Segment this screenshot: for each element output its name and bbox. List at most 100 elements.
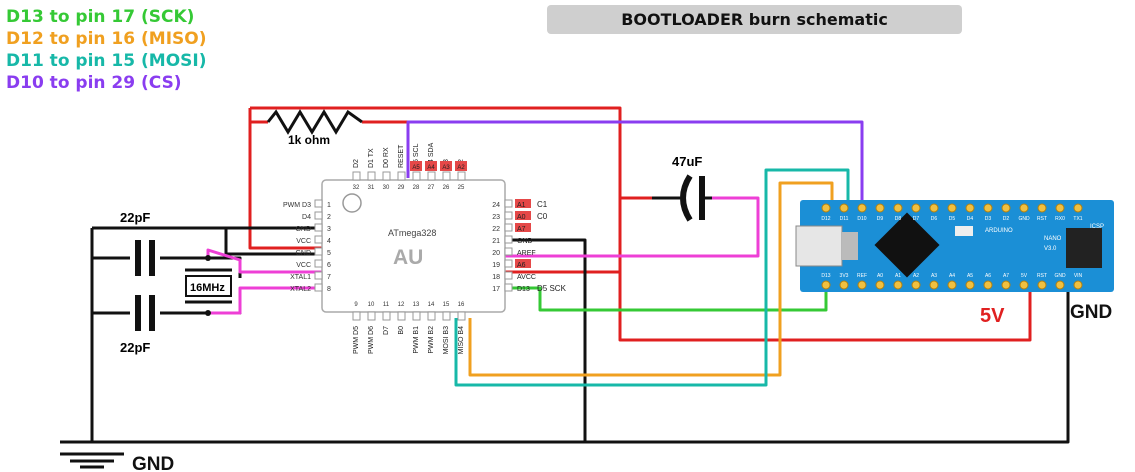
chip-right-pin-number: 24 xyxy=(492,202,500,209)
chip-bottom-pin-label: MOSI B3 xyxy=(443,326,450,355)
chip-right-outer-label: D5 SCK xyxy=(537,284,567,293)
chip-left-pin xyxy=(314,283,323,292)
chip-bottom-pin xyxy=(427,311,436,321)
nano-label-nano: NANO xyxy=(1044,236,1062,242)
chip-bottom-pin-label: D7 xyxy=(383,326,390,335)
chip-right-pin-number: 18 xyxy=(492,274,500,281)
chip-right-pin xyxy=(504,235,513,244)
chip-right-pin-number: 19 xyxy=(492,262,500,269)
chip-top-pin-number: 26 xyxy=(443,185,450,191)
nano-top-pin-label: RST xyxy=(1037,216,1047,222)
nano-top-pin xyxy=(1001,203,1011,213)
nano-top-pin xyxy=(1019,203,1029,213)
wires xyxy=(60,106,1070,444)
chip-right-tag xyxy=(515,259,531,268)
nano-top-pin xyxy=(911,203,921,213)
chip-top-tag-label: A2 xyxy=(457,165,465,171)
nano-bottom-pin-label: A6 xyxy=(985,273,991,279)
chip-right-pin-label: GND xyxy=(517,238,533,245)
chip-left-pin xyxy=(314,223,323,232)
wire-xtal2 xyxy=(208,286,330,315)
chip-top-pin xyxy=(382,171,391,181)
nano-bottom-pin xyxy=(965,280,975,290)
chip-top-tag-label: A4 xyxy=(427,165,435,171)
chip-package: AU xyxy=(393,246,423,269)
nano-bottom-pin xyxy=(1019,280,1029,290)
chip-right-outer-label: C0 xyxy=(537,212,548,221)
nano-bottom-pin-label: A0 xyxy=(877,273,883,279)
chip-left-pin-label: GND xyxy=(295,250,311,257)
chip-left-pin-label: GND xyxy=(295,226,311,233)
chip-bottom-pin-label: PWM D5 xyxy=(353,326,360,354)
chip-top-pin-label: C4 SDA xyxy=(428,142,435,168)
nano-bottom-pin xyxy=(875,280,885,290)
nano-top-pin-label: D4 xyxy=(967,216,974,222)
nano-bottom-pin-label: A7 xyxy=(1003,273,1009,279)
chip-left-pin-number: 6 xyxy=(327,262,331,269)
chip-top-pin-number: 31 xyxy=(368,185,375,191)
chip-bottom-pin-label: B0 xyxy=(398,326,405,335)
nano-top-pin xyxy=(965,203,975,213)
chip-right-pin xyxy=(504,199,513,208)
chip-left-pin-label: XTAL2 xyxy=(290,286,311,293)
legend-mosi: D11 to pin 15 (MOSI) xyxy=(6,51,207,71)
nano-bottom-pin-label: VIN xyxy=(1074,273,1083,279)
nano-top-pin-label: D11 xyxy=(840,216,849,222)
nano-top-pin xyxy=(983,203,993,213)
nano-label-version: V3.0 xyxy=(1044,246,1057,252)
label-gnd-right: GND xyxy=(1070,302,1112,323)
nano-bottom-pin-label: GND xyxy=(1054,273,1066,279)
chip-top-pin-number: 30 xyxy=(383,185,390,191)
wire-sck xyxy=(505,286,828,312)
chip-top-pin-number: 28 xyxy=(413,185,420,191)
nano-top-pin xyxy=(1073,203,1083,213)
nano-top-pin-label: D8 xyxy=(895,216,902,222)
chip-top-pin-label: RESET xyxy=(398,144,405,168)
chip-top-tag-label: A3 xyxy=(442,165,450,171)
chip-bottom-pin-label: PWM B2 xyxy=(428,326,435,354)
nano-bottom-pin xyxy=(983,280,993,290)
nano-bottom-pin-label: A2 xyxy=(913,273,919,279)
nano-bottom-pin xyxy=(857,280,867,290)
capacitor-22pf-bottom xyxy=(135,295,155,331)
nano-label-icsp: ICSP xyxy=(1090,224,1104,230)
label-5v: 5V xyxy=(980,305,1005,327)
wire-mosi xyxy=(454,168,850,387)
nano-top-pin xyxy=(929,203,939,213)
nano-bottom-pin-label: RST xyxy=(1037,273,1047,279)
nano-bottom-pin-label: 5V xyxy=(1021,273,1028,279)
chip-bottom-pin-label: MISO B4 xyxy=(458,326,465,355)
capacitor-47uf-label: 47uF xyxy=(672,154,702,169)
chip-top-pin-label: D0 RX xyxy=(383,147,390,168)
chip-top-pin-label: C5 SCL xyxy=(413,143,420,168)
chip-top-pin xyxy=(352,171,361,181)
wire-xtal1 xyxy=(206,248,330,274)
nano-bottom-pin xyxy=(1037,280,1047,290)
crystal-label: 16MHz xyxy=(190,282,225,294)
legend-cs: D10 to pin 29 (CS) xyxy=(6,73,182,93)
chip-right-pin-label: AREF xyxy=(517,250,536,257)
nano-label-arduino: ARDUINO xyxy=(985,228,1013,234)
chip-right-pin-label: A6 xyxy=(517,262,526,269)
chip-bottom-pin-label: PWM D6 xyxy=(368,326,375,354)
nano-top-pin-label: D6 xyxy=(931,216,938,222)
wire-red-5v xyxy=(250,106,1032,342)
chip-name: ATmega328 xyxy=(388,228,436,238)
nano-bottom-pin-label: REF xyxy=(857,273,867,279)
chip-top-pin xyxy=(397,171,406,181)
nano-top-pin xyxy=(857,203,867,213)
wire-gnd2 xyxy=(224,228,330,256)
chip-left-pin xyxy=(314,235,323,244)
nano-bottom-pin xyxy=(929,280,939,290)
chip-bottom-pin-number: 16 xyxy=(458,302,465,308)
chip-left-pin xyxy=(314,247,323,256)
nano-top-pin-label: GND xyxy=(1018,216,1030,222)
arduino-nano xyxy=(795,200,1114,292)
chip-bottom-pin-number: 15 xyxy=(443,302,450,308)
nano-bottom-pin xyxy=(839,280,849,290)
chip-bottom-pin xyxy=(442,311,451,321)
chip-right-pin-label: A7 xyxy=(517,226,526,233)
wire-gnd-right xyxy=(505,238,587,442)
label-gnd-bottom: GND xyxy=(132,454,174,472)
nano-top-pin-label: D10 xyxy=(857,216,866,222)
